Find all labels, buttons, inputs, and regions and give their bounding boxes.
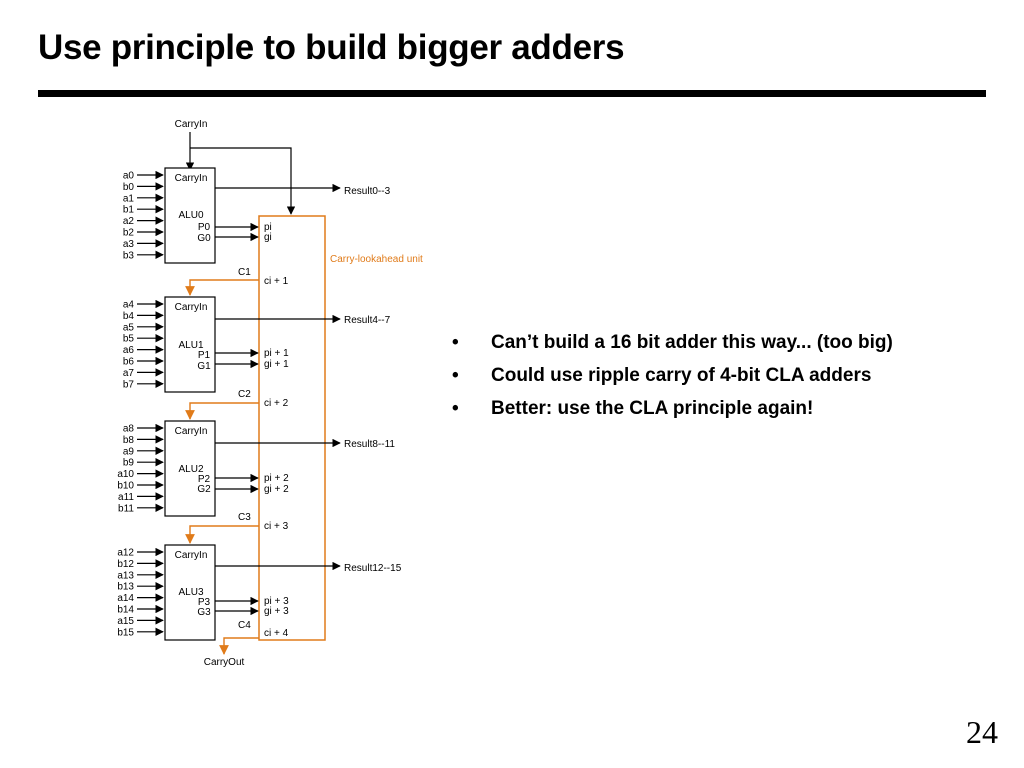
page-number: 24	[966, 714, 998, 750]
alu-p-label: P0	[198, 222, 211, 233]
cla-ci-label: ci + 4	[264, 628, 289, 639]
cla-pi-label: pi + 2	[264, 473, 289, 484]
carry-out-label: CarryOut	[204, 657, 245, 668]
alu-box	[164, 544, 216, 641]
cla-pi-label: pi + 1	[264, 348, 289, 359]
carry-wire	[185, 525, 259, 544]
input-label: b6	[123, 357, 135, 368]
slide-title: Use principle to build bigger adders	[38, 28, 625, 67]
carry-c-label: C1	[238, 267, 251, 278]
bullet-marker: •	[452, 365, 459, 386]
cla-ci-label: ci + 2	[264, 398, 289, 409]
input-label: a13	[117, 570, 134, 581]
alu-name: ALU3	[178, 587, 203, 598]
input-label: b10	[117, 481, 134, 492]
input-label: a1	[123, 193, 135, 204]
input-label: b2	[123, 228, 135, 239]
alu-block-3: CarryIn ALU3 P3 G3 Result12--15 pi + 3 g…	[117, 544, 402, 641]
title-divider	[38, 90, 986, 97]
cla-pi-label: pi	[264, 222, 272, 233]
input-label: a14	[117, 593, 134, 604]
alu-p-label: P3	[198, 597, 211, 608]
input-label: a9	[123, 446, 135, 457]
input-label: b9	[123, 458, 135, 469]
carry-lookahead-unit-label: Carry-lookahead unit	[330, 254, 423, 265]
bullet-text: Can’t build a 16 bit adder this way... (…	[491, 332, 893, 353]
alu-name: ALU0	[178, 210, 203, 221]
alu-p-label: P1	[198, 350, 211, 361]
alu-box	[164, 296, 216, 393]
bullet-list: • Can’t build a 16 bit adder this way...…	[452, 330, 893, 429]
bullet-item: • Can’t build a 16 bit adder this way...…	[452, 330, 893, 363]
carry-c-label: C2	[238, 389, 251, 400]
carry-c-label: C4	[238, 620, 251, 631]
input-label: a10	[117, 469, 134, 480]
alu-box	[164, 167, 216, 264]
bullet-marker: •	[452, 398, 459, 419]
input-label: b7	[123, 379, 135, 390]
input-label: b15	[117, 627, 134, 638]
input-label: b3	[123, 250, 135, 261]
alu-result-label: Result0--3	[344, 186, 391, 197]
alu-result-label: Result12--15	[344, 563, 402, 574]
alu-carry-in-label: CarryIn	[175, 550, 208, 561]
input-label: b8	[123, 435, 135, 446]
carry-wire	[185, 279, 259, 296]
alu-block-0: CarryIn ALU0 P0 G0 Result0--3 pi gi C1 c…	[123, 167, 391, 296]
alu-p-label: P2	[198, 474, 211, 485]
cla-ci-label: ci + 1	[264, 276, 289, 287]
alu-carry-in-label: CarryIn	[175, 173, 208, 184]
cla-gi-label: gi + 2	[264, 484, 289, 495]
alu-g-label: G1	[197, 361, 211, 372]
carry-wire	[185, 402, 259, 420]
input-label: a12	[117, 548, 134, 559]
alu-carry-in-label: CarryIn	[175, 302, 208, 313]
carry-in-wire-to-cla	[190, 147, 296, 215]
alu-result-label: Result4--7	[344, 315, 391, 326]
bullet-text: Better: use the CLA principle again!	[491, 398, 814, 419]
bullet-item: • Could use ripple carry of 4-bit CLA ad…	[452, 363, 893, 396]
input-label: a8	[123, 424, 135, 435]
input-label: a3	[123, 239, 135, 250]
alu-g-label: G2	[197, 484, 211, 495]
alu-result-label: Result8--11	[344, 439, 395, 450]
cla-gi-label: gi + 1	[264, 359, 289, 370]
alu-box	[164, 420, 216, 517]
input-label: a0	[123, 171, 135, 182]
input-label: b12	[117, 559, 134, 570]
cla-gi-label: gi + 3	[264, 606, 289, 617]
bullet-item: • Better: use the CLA principle again!	[452, 396, 893, 429]
input-label: b13	[117, 582, 134, 593]
alu-name: ALU2	[178, 464, 203, 475]
input-label: b4	[123, 311, 135, 322]
input-label: b14	[117, 605, 134, 616]
carry-in-label: CarryIn	[175, 119, 208, 130]
alu-carry-in-label: CarryIn	[175, 426, 208, 437]
input-label: b0	[123, 182, 135, 193]
input-label: a7	[123, 368, 135, 379]
cla-gi-label: gi	[264, 232, 272, 243]
input-label: a2	[123, 216, 135, 227]
bullet-text: Could use ripple carry of 4-bit CLA adde…	[491, 365, 872, 386]
input-label: b5	[123, 334, 135, 345]
alu-block-1: CarryIn ALU1 P1 G1 Result4--7 pi + 1 gi …	[123, 296, 391, 420]
bullet-marker: •	[452, 332, 459, 353]
carry-out-wire	[219, 637, 259, 655]
carry-lookahead-unit	[258, 215, 326, 641]
cla-ci-label: ci + 3	[264, 521, 289, 532]
input-label: b1	[123, 205, 135, 216]
cla-pi-label: pi + 3	[264, 596, 289, 607]
input-label: a4	[123, 300, 135, 311]
alu-g-label: G0	[197, 233, 211, 244]
input-label: a6	[123, 345, 135, 356]
alu-name: ALU1	[178, 340, 203, 351]
input-label: b11	[118, 503, 134, 514]
carry-c-label: C3	[238, 512, 251, 523]
alu-g-label: G3	[197, 607, 211, 618]
input-label: a15	[117, 616, 134, 627]
alu-block-2: CarryIn ALU2 P2 G2 Result8--11 pi + 2 gi…	[117, 420, 395, 544]
input-label: a5	[123, 322, 135, 333]
input-label: a11	[118, 492, 134, 503]
